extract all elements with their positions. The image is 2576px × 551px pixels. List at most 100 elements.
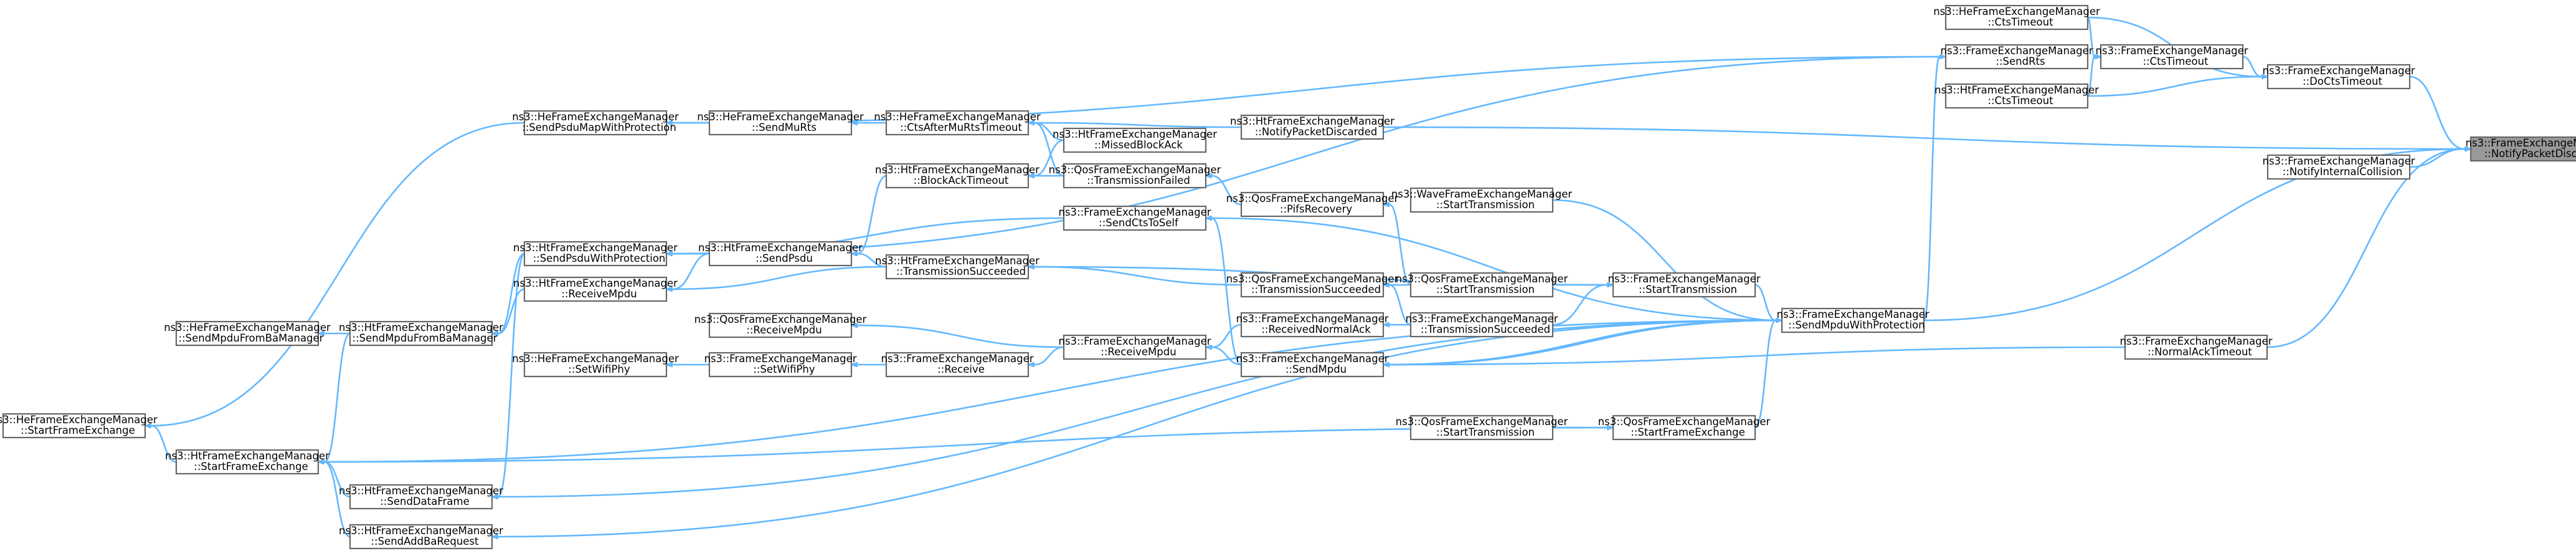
node-fem-cts-timeout[interactable]: ns3::FrameExchangeManager::CtsTimeout <box>2095 44 2248 70</box>
node-ht-send-psdu[interactable]: ns3::HtFrameExchangeManager::SendPsdu <box>698 241 863 267</box>
node-qos-start-tx2[interactable]: ns3::QosFrameExchangeManager::StartTrans… <box>1396 414 1568 441</box>
node-qos-start-fe[interactable]: ns3::QosFrameExchangeManager::StartFrame… <box>1598 414 1771 441</box>
node-method-label: ::CtsAfterMuRtsTimeout <box>900 122 1022 133</box>
node-he-set-wifi-phy[interactable]: ns3::HeFrameExchangeManager::SetWifiPhy <box>512 352 679 378</box>
node-he-cts-timeout[interactable]: ns3::HeFrameExchangeManager::CtsTimeout <box>1933 4 2100 31</box>
call-edge-he_start_fe-to-he_send_psdu_map_wp <box>151 122 525 426</box>
node-he-send-mpdu-from-ba[interactable]: ns3::HeFrameExchangeManager::SendMpduFro… <box>164 320 331 347</box>
node-class-label: ns3::QosFrameExchangeManager <box>1049 164 1221 176</box>
node-send-rts[interactable]: ns3::FrameExchangeManager::SendRts <box>1940 44 2093 70</box>
node-qos-tx-failed[interactable]: ns3::QosFrameExchangeManager::Transmissi… <box>1049 163 1221 189</box>
node-class-label: ns3::QosFrameExchangeManager <box>1226 273 1399 285</box>
node-he-send-psdu-map-wp[interactable]: ns3::HeFrameExchangeManager::SendPsduMap… <box>512 110 679 136</box>
call-edge-qos_tx_succeeded-to-fem_tx_succeeded <box>1390 285 1411 326</box>
node-notify-internal-collision[interactable]: ns3::FrameExchangeManager::NotifyInterna… <box>2262 154 2415 180</box>
node-fem-set-wifi-phy[interactable]: ns3::FrameExchangeManager::SetWifiPhy <box>704 352 857 378</box>
node-class-label: ns3::HtFrameExchangeManager <box>165 450 329 462</box>
node-qos-tx-succeeded[interactable]: ns3::QosFrameExchangeManager::Transmissi… <box>1226 272 1399 298</box>
node-class-label: ns3::FrameExchangeManager <box>1608 273 1760 285</box>
node-box <box>523 110 668 136</box>
node-method-label: ::StartTransmission <box>1436 199 1535 211</box>
node-ht-cts-timeout[interactable]: ns3::HtFrameExchangeManager::CtsTimeout <box>1934 83 2099 109</box>
node-method-label: ::ReceiveMpdu <box>1101 346 1176 358</box>
node-box <box>1409 187 1554 213</box>
node-fem-send-mpdu[interactable]: ns3::FrameExchangeManager::SendMpdu <box>1236 352 1389 378</box>
node-class-label: ns3::FrameExchangeManager <box>2095 45 2248 57</box>
node-fem-receive-mpdu[interactable]: ns3::FrameExchangeManager::ReceiveMpdu <box>1058 334 1211 360</box>
node-class-label: ns3::HtFrameExchangeManager <box>339 525 503 537</box>
node-box <box>2124 334 2268 360</box>
node-ht-notify-pkt-discarded[interactable]: ns3::HtFrameExchangeManager::NotifyPacke… <box>1230 114 1395 140</box>
call-edge-do_cts_timeout-to-ht_cts_timeout <box>2087 77 2261 97</box>
node-class-label: ns3::HtFrameExchangeManager <box>1934 84 2099 96</box>
node-class-label: ns3::HtFrameExchangeManager <box>875 255 1039 267</box>
node-normal-ack-timeout[interactable]: ns3::FrameExchangeManager::NormalAckTime… <box>2119 334 2273 360</box>
node-do-cts-timeout[interactable]: ns3::FrameExchangeManager::DoCtsTimeout <box>2262 64 2415 90</box>
node-qos-start-tx[interactable]: ns3::QosFrameExchangeManager::StartTrans… <box>1396 272 1568 298</box>
node-fem-start-tx[interactable]: ns3::FrameExchangeManager::StartTransmis… <box>1608 272 1761 298</box>
node-class-label: ns3::HtFrameExchangeManager <box>339 322 503 333</box>
node-send-mpdu-wp[interactable]: ns3::FrameExchangeManager::SendMpduWithP… <box>1776 307 1930 333</box>
call-edge-he_start_fe-to-ht_start_fe <box>151 426 177 463</box>
node-box <box>2266 64 2411 90</box>
node-ht-receive-mpdu[interactable]: ns3::HtFrameExchangeManager::ReceiveMpdu <box>513 276 678 302</box>
node-notify-pkt-discarded[interactable]: ns3::FrameExchangeManager::NotifyPacketD… <box>2465 136 2576 162</box>
node-box <box>2 413 146 439</box>
node-box <box>1240 114 1385 140</box>
call-edge-ht_start_fe-to-ht_send_mpdu_from_ba <box>324 332 351 462</box>
node-wave-start-tx[interactable]: ns3::WaveFrameExchangeManager::StartTran… <box>1391 187 1573 213</box>
call-edge-fem_send_mpdu-to-send_mpdu_wp <box>1390 319 1783 365</box>
node-method-label: ::SendPsduMapWithProtection <box>522 122 676 133</box>
node-ht-send-addba-request[interactable]: ns3::HtFrameExchangeManager::SendAddBaRe… <box>339 524 503 550</box>
node-class-label: ns3::QosFrameExchangeManager <box>1598 416 1771 428</box>
call-edge-qos_pifs_recovery-to-qos_start_tx <box>1390 204 1411 286</box>
node-method-label: ::SendDataFrame <box>380 496 469 507</box>
node-he-cts-after-mu-rts-timeout[interactable]: ns3::HeFrameExchangeManager::CtsAfterMuR… <box>874 110 1041 136</box>
node-method-label: ::MissedBlockAck <box>1094 139 1183 151</box>
node-fem-tx-succeeded[interactable]: ns3::FrameExchangeManager::TransmissionS… <box>1405 312 1558 338</box>
node-fem-received-normal-ack[interactable]: ns3::FrameExchangeManager::ReceivedNorma… <box>1236 312 1389 338</box>
node-method-label: ::StartFrameExchange <box>194 461 308 472</box>
node-class-label: ns3::WaveFrameExchangeManager <box>1391 188 1573 200</box>
node-he-send-mu-rts[interactable]: ns3::HeFrameExchangeManager::SendMuRts <box>697 110 864 136</box>
node-class-label: ns3::HtFrameExchangeManager <box>875 164 1039 176</box>
node-class-label: ns3::FrameExchangeManager <box>1058 206 1211 218</box>
node-method-label: ::TransmissionFailed <box>1087 175 1190 186</box>
node-method-label: ::SendCtsToSelf <box>1099 217 1179 229</box>
node-method-label: ::CtsTimeout <box>2143 55 2209 67</box>
node-ht-missed-block-ack[interactable]: ns3::HtFrameExchangeManager::MissedBlock… <box>1053 127 1217 153</box>
node-qos-receive-mpdu[interactable]: ns3::QosFrameExchangeManager::ReceiveMpd… <box>694 312 867 338</box>
node-box <box>2469 136 2576 162</box>
call-edge-he_cts_after_mu_rts_timeout-to-ht_notify_pkt_discarded <box>1035 123 1242 128</box>
call-edge-ht_receive_mpdu-to-ht_send_psdu <box>673 252 710 289</box>
node-ht-block-ack-timeout[interactable]: ns3::HtFrameExchangeManager::BlockAckTim… <box>875 163 1039 189</box>
node-class-label: ns3::HtFrameExchangeManager <box>698 242 863 254</box>
node-method-label: ::SendRts <box>1996 55 2045 67</box>
node-box <box>349 484 493 510</box>
node-box <box>1409 414 1554 441</box>
node-fem-receive[interactable]: ns3::FrameExchangeManager::Receive <box>881 352 1034 378</box>
node-ht-send-psdu-wp[interactable]: ns3::HtFrameExchangeManager::SendPsduWit… <box>513 241 678 267</box>
node-box <box>885 352 1030 378</box>
node-ht-send-mpdu-from-ba[interactable]: ns3::HtFrameExchangeManager::SendMpduFro… <box>339 320 503 347</box>
node-method-label: ::StartTransmission <box>1436 426 1535 438</box>
node-fem-send-cts-to-self[interactable]: ns3::FrameExchangeManager::SendCtsToSelf <box>1058 205 1211 231</box>
node-he-start-fe[interactable]: ns3::HeFrameExchangeManager::StartFrameE… <box>0 413 158 439</box>
call-edge-he_cts_after_mu_rts_timeout-to-qos_tx_failed <box>1035 123 1064 177</box>
node-class-label: ns3::FrameExchangeManager <box>2465 137 2576 149</box>
node-ht-start-fe[interactable]: ns3::HtFrameExchangeManager::StartFrameE… <box>165 449 329 475</box>
node-method-label: ::SendMuRts <box>752 122 817 133</box>
node-ht-tx-succeeded[interactable]: ns3::HtFrameExchangeManager::Transmissio… <box>875 254 1039 280</box>
call-edge-fem_receive_mpdu-to-fem_send_mpdu <box>1212 347 1242 366</box>
node-class-label: ns3::FrameExchangeManager <box>1776 309 1929 320</box>
node-class-label: ns3::HeFrameExchangeManager <box>1933 6 2100 17</box>
node-method-label: ::SendMpdu <box>1286 363 1347 375</box>
node-box <box>1063 205 1207 231</box>
call-edge-notify_pkt_discarded-to-normal_ack_timeout <box>2266 149 2465 348</box>
node-class-label: ns3::QosFrameExchangeManager <box>694 314 867 325</box>
node-box <box>1063 163 1207 189</box>
node-qos-pifs-recovery[interactable]: ns3::QosFrameExchangeManager::PifsRecove… <box>1226 191 1399 218</box>
call-edge-ht_send_mpdu_from_ba-to-ht_receive_mpdu <box>498 288 525 333</box>
node-ht-send-data-frame[interactable]: ns3::HtFrameExchangeManager::SendDataFra… <box>339 484 503 510</box>
node-box <box>1240 352 1385 378</box>
